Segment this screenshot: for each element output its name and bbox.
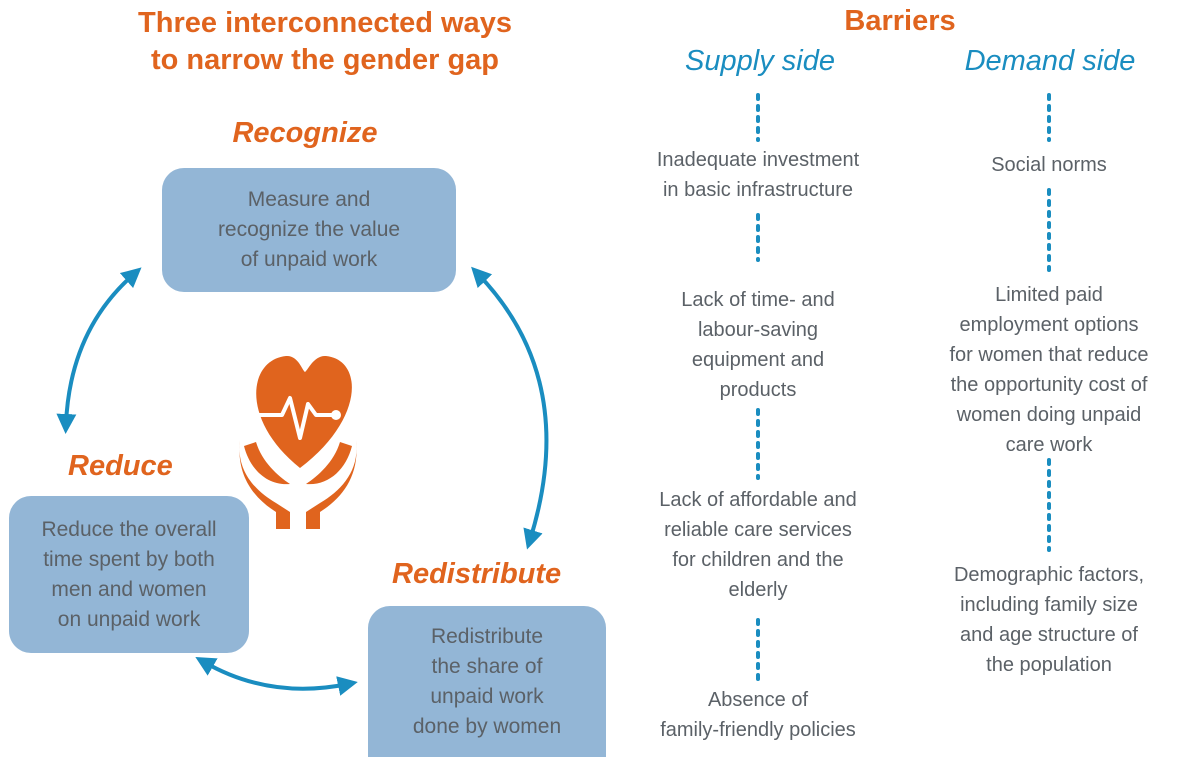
demand-item-1: Social norms bbox=[920, 150, 1178, 180]
reduce-title: Reduce bbox=[68, 450, 173, 482]
redistribute-title: Redistribute bbox=[392, 558, 562, 590]
redistribute-text-line1: Redistribute bbox=[430, 624, 544, 648]
demand-item-3: Demographic factors, including family si… bbox=[920, 560, 1178, 680]
recognize-text-line3: of unpaid work bbox=[240, 248, 378, 271]
supply-item-3: Lack of affordable and reliable care ser… bbox=[628, 485, 888, 605]
reduce-text-line1: Reduce the overall bbox=[41, 517, 217, 541]
redistribute-text-line2: the share of bbox=[431, 654, 543, 678]
arrow-recognize-redistribute bbox=[471, 266, 549, 550]
diagram-title-line1: Three interconnected ways bbox=[138, 7, 512, 39]
arrow-recognize-reduce bbox=[56, 267, 142, 434]
demand-item-3-line3: and age structure of bbox=[960, 624, 1138, 646]
demand-item-1-line1: Social norms bbox=[991, 154, 1107, 176]
supply-item-2-line4: products bbox=[719, 379, 797, 401]
demand-item-2-line3: for women that reduce bbox=[949, 344, 1149, 366]
supply-item-4-line2: family-friendly policies bbox=[660, 719, 856, 741]
diagram-title-line2: to narrow the gender gap bbox=[150, 44, 500, 76]
recognize-title: Recognize bbox=[232, 117, 378, 149]
demand-side-heading: Demand side bbox=[964, 45, 1136, 77]
demand-item-2: Limited paid employment options for wome… bbox=[920, 280, 1178, 460]
supply-item-3-line1: Lack of affordable and bbox=[659, 489, 857, 511]
heart-hands-icon bbox=[239, 355, 357, 529]
reduce-text-line3: men and women bbox=[51, 577, 207, 601]
demand-item-2-line6: care work bbox=[1005, 434, 1093, 456]
arrow-reduce-redistribute bbox=[195, 657, 358, 696]
demand-item-3-line1: Demographic factors, bbox=[953, 564, 1145, 586]
supply-item-3-line3: for children and the bbox=[672, 549, 844, 571]
recognize-box: Measure and recognize the value of unpai… bbox=[162, 168, 456, 292]
supply-item-1-line1: Inadequate investment bbox=[656, 149, 860, 171]
supply-item-3-line2: reliable care services bbox=[664, 519, 852, 541]
recognize-text-line1: Measure and bbox=[247, 188, 371, 211]
redistribute-text-line3: unpaid work bbox=[430, 684, 544, 708]
redistribute-box: Redistribute the share of unpaid work do… bbox=[368, 606, 606, 757]
reduce-text-line2: time spent by both bbox=[43, 547, 215, 571]
supply-item-1: Inadequate investment in basic infrastru… bbox=[628, 145, 888, 205]
supply-item-2-line3: equipment and bbox=[691, 349, 825, 371]
demand-item-3-line4: the population bbox=[986, 654, 1112, 676]
supply-side-heading: Supply side bbox=[685, 45, 835, 77]
supply-item-2: Lack of time- and labour-saving equipmen… bbox=[628, 285, 888, 405]
diagram-title: Three interconnected ways to narrow the … bbox=[60, 5, 590, 79]
reduce-text-line4: on unpaid work bbox=[57, 607, 201, 631]
redistribute-text-line4: done by women bbox=[412, 714, 562, 738]
supply-item-4: Absence of family-friendly policies bbox=[628, 685, 888, 745]
recognize-text-line2: recognize the value bbox=[217, 218, 401, 241]
supply-item-4-line1: Absence of bbox=[707, 689, 809, 711]
demand-item-2-line2: employment options bbox=[959, 314, 1139, 336]
supply-item-2-line1: Lack of time- and bbox=[681, 289, 835, 311]
demand-item-2-line4: the opportunity cost of bbox=[950, 374, 1148, 396]
supply-item-3-line4: elderly bbox=[728, 579, 788, 601]
demand-item-2-line1: Limited paid bbox=[995, 284, 1103, 306]
supply-item-2-line2: labour-saving bbox=[697, 319, 819, 341]
reduce-box: Reduce the overall time spent by both me… bbox=[9, 496, 249, 653]
demand-item-3-line2: including family size bbox=[960, 594, 1138, 616]
barriers-title: Barriers bbox=[844, 5, 956, 37]
demand-item-2-line5: women doing unpaid bbox=[956, 404, 1142, 426]
supply-item-1-line2: in basic infrastructure bbox=[662, 179, 854, 201]
